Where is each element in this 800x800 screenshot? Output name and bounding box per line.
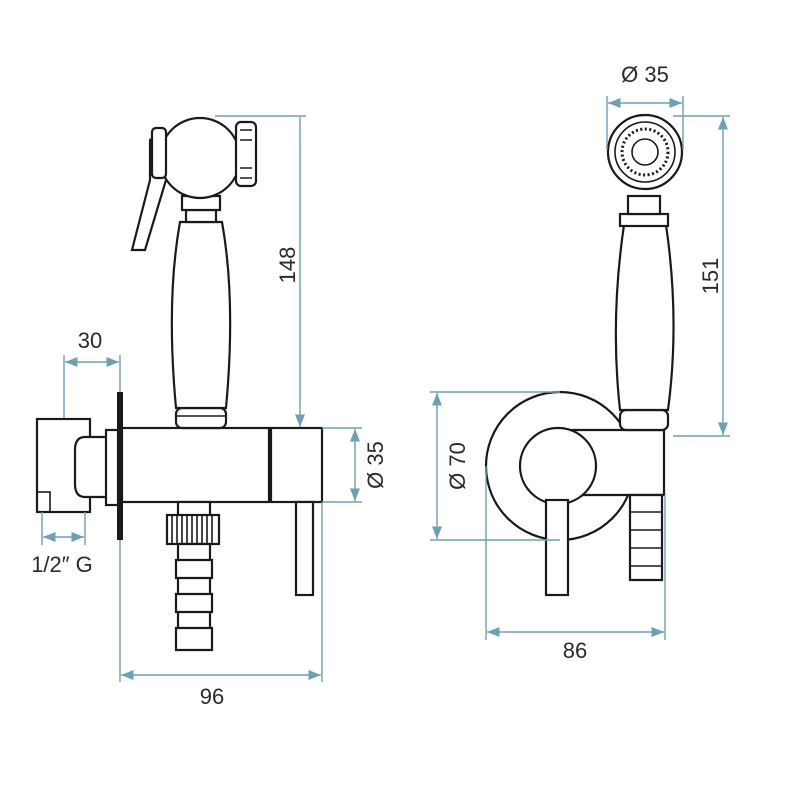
dim-front-height: 151 (698, 258, 723, 295)
dim-front-width: 86 (563, 638, 587, 663)
dim-head-diameter: Ø 35 (621, 62, 669, 87)
dim-wall-depth: 30 (78, 328, 102, 353)
valve-body (120, 426, 324, 597)
dim-total-width: 96 (200, 684, 224, 709)
dimension-lines-side (41, 115, 362, 682)
hose-connector (165, 500, 221, 652)
wall-box (35, 392, 123, 540)
dim-body-diameter: Ø 35 (363, 441, 388, 489)
front-view: Ø 35 151 Ø 70 86 (430, 62, 730, 663)
hand-shower (130, 116, 258, 430)
dim-flange-diameter: Ø 70 (445, 442, 470, 490)
dim-thread: 1/2″ G (31, 552, 93, 577)
dim-side-height: 148 (275, 247, 300, 284)
flange (484, 390, 666, 597)
hand-shower-front (606, 113, 684, 432)
side-view: 148 30 1/2″ G Ø 35 96 (31, 115, 388, 709)
dimension-lines-front (430, 96, 730, 640)
